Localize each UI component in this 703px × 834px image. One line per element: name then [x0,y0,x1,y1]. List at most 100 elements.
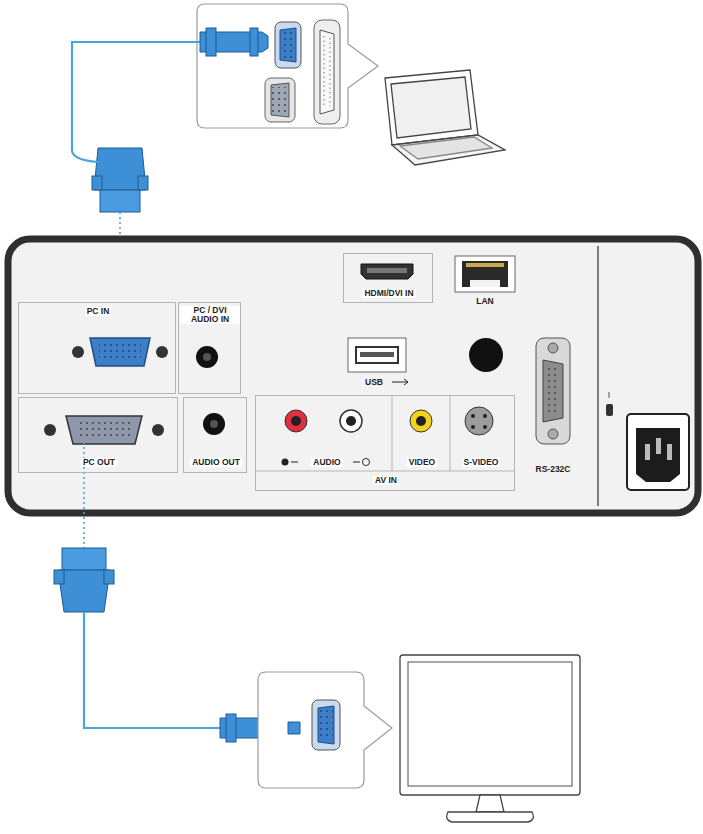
port-label: USB [363,377,385,387]
projector-rear-panel-part [285,410,307,432]
monitor-figure-part [400,655,580,795]
pc-in-panel: PC IN [18,302,176,394]
projector-rear-panel-part [465,407,493,435]
projector-rear-panel-part [152,424,164,436]
projector-rear-panel-part [471,425,475,429]
projector-rear-panel-part [548,429,558,439]
port-label: LAN [474,296,495,306]
projector-rear-panel-part [483,425,487,429]
projector-rear-panel-part [66,416,142,444]
vga-cable-monitor-part [104,570,114,584]
port-name: VIDEO [407,458,437,467]
projector-rear-panel-part [256,471,514,472]
projector-rear-panel-part [410,410,432,432]
projector-rear-panel-part [645,444,650,460]
projector-rear-panel-part [291,462,298,463]
pc-port-callout-part [330,38,331,106]
monitor-port-callout-part [288,722,300,734]
port-name: HDMI/DVI IN [362,289,415,298]
projector-rear-panel-part [462,261,508,287]
projector-rear-panel-part [546,366,560,416]
projector-rear-panel-part [543,360,563,422]
projector-rear-panel-part [340,410,362,432]
projector-rear-panel-part [99,342,141,362]
projector-rear-panel-part [471,414,475,418]
projector-rear-panel-part [44,424,56,436]
projector-rear-panel-part [392,396,393,471]
pc-port-callout [197,4,378,128]
projector-rear-panel-part [536,338,570,444]
vga-cable-monitor-part [54,570,64,584]
monitor-figure-part [476,795,504,812]
projector-rear-panel-part [450,396,451,471]
vga-cable-monitor-part [58,570,110,612]
projector-rear-panel-part [196,346,218,368]
laptop-figure-part [385,70,478,145]
monitor-port-callout [258,672,392,788]
vga-cable-pc-part [72,150,98,162]
projector-rear-panel-part [363,459,370,466]
projector-rear-panel-part [367,268,407,273]
pc-port-callout-part [271,83,289,117]
projector-rear-panel-part [72,346,84,358]
port-name: AUDIO [311,458,342,467]
projector-rear-panel-part [346,416,356,426]
projector-rear-panel-part [282,459,289,466]
projector-rear-panel-part [609,392,610,398]
monitor-port-callout-part [319,710,333,740]
projector-rear-panel-part [470,280,500,287]
laptop-figure-part [400,137,492,159]
audio-in-panel: PC / DVI AUDIO IN [178,302,241,394]
projector-rear-panel-part [8,239,698,513]
vga-cable-monitor-part [84,612,220,728]
projector-rear-panel-part [636,428,680,482]
projector-rear-panel-part [416,416,426,426]
projector-rear-panel-part [78,420,130,440]
vga-cable-pc-part [72,42,200,150]
projector-rear-panel-part [356,347,398,363]
pc-port-callout-part [314,20,340,124]
projector-rear-panel-part [606,404,613,416]
laptop-figure-part [392,135,505,165]
vga-cable-pc-part [250,28,258,56]
pc-port-callout-part [197,4,378,128]
port-name: AUDIO OUT [190,458,242,467]
projector-rear-panel-part [203,413,225,435]
projector-rear-panel-part [291,416,301,426]
laptop-figure-part [391,77,471,138]
projector-rear-panel [8,239,698,513]
laptop-figure [385,70,505,165]
projector-rear-panel-part [466,263,504,267]
pc-port-callout-part [280,28,296,62]
projector-rear-panel-part [90,338,150,366]
projector-rear-panel-part [597,246,599,506]
projector-rear-panel-part [348,338,406,372]
vga-cable-pc-part [92,176,102,190]
vga-cable-monitor [54,442,288,742]
projector-rear-panel-part [360,352,394,357]
pc-port-callout-part [275,22,301,68]
vga-cable-pc-part [138,176,148,190]
projector-rear-panel-part [548,343,558,353]
vga-cable-monitor-part [226,714,236,742]
projector-rear-panel-part [361,264,413,279]
port-name: PC IN [85,307,112,316]
port-name: S-VIDEO [462,458,501,467]
hdmi-port-panel: HDMI/DVI IN [343,253,433,303]
projector-rear-panel-part [627,414,689,490]
projector-rear-panel-part [483,414,487,418]
pc-port-callout-part [272,87,288,114]
port-name: PC / DVI AUDIO IN [180,306,240,324]
av-in-panel: AUDIO VIDEO S-VIDEO AV IN [255,395,515,491]
pc-port-callout-part [265,78,295,122]
projector-rear-panel-part [210,420,218,428]
port-label: RS-232C [534,464,573,474]
audio-out-panel: AUDIO OUT [183,397,247,473]
monitor-port-callout-part [318,706,334,744]
monitor-port-callout-part [258,672,392,788]
port-name: AV IN [373,476,399,485]
projector-rear-panel-part [353,462,360,463]
projector-rear-panel-part [203,353,211,361]
